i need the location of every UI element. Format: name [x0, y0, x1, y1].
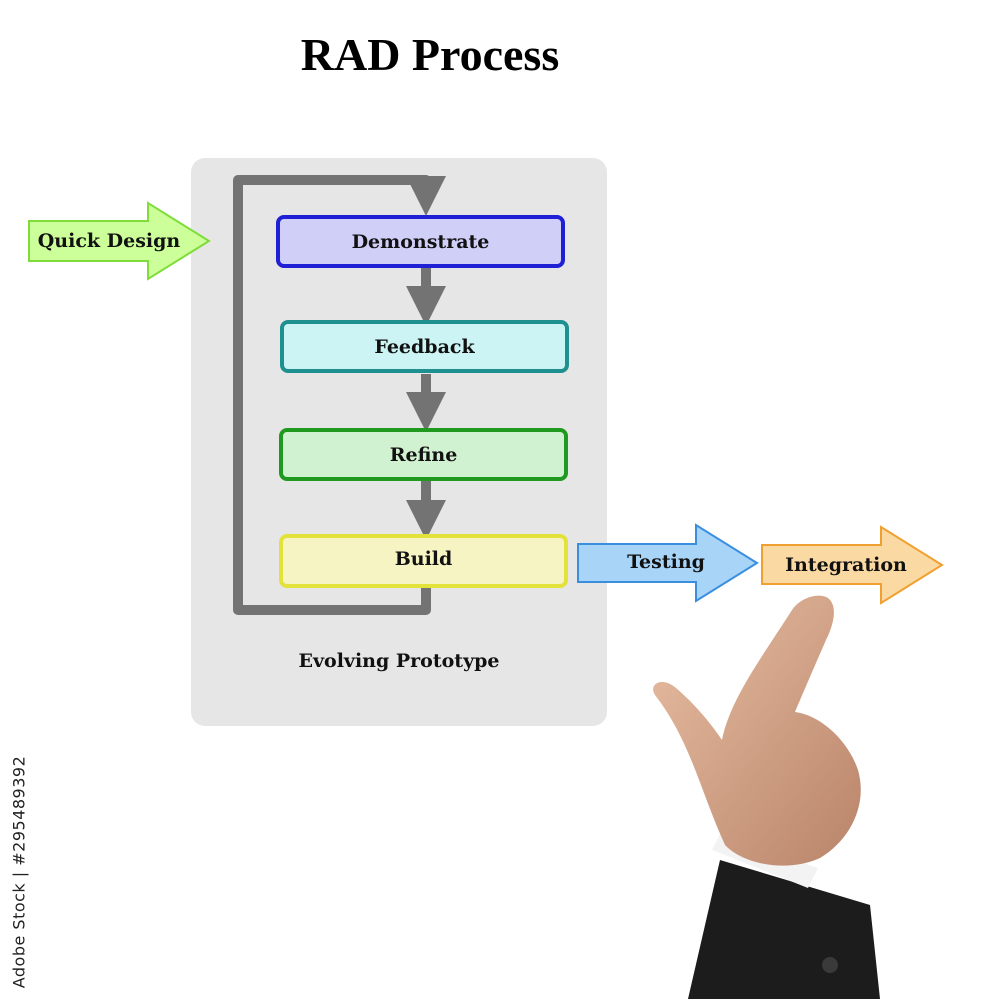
integration-label: Integration [785, 554, 907, 576]
step-feedback: Feedback [280, 320, 569, 373]
testing-label: Testing [627, 551, 705, 573]
stock-watermark: Adobe Stock | #295489392 [6, 755, 32, 989]
step-demonstrate: Demonstrate [276, 215, 565, 268]
quick-design-label: Quick Design [37, 230, 181, 252]
panel-caption: Evolving Prototype [298, 650, 500, 672]
suit-sleeve [688, 860, 880, 999]
quick-design-arrow [28, 201, 211, 281]
hand-icon [653, 595, 861, 866]
testing-arrow [577, 523, 759, 603]
step-refine: Refine [279, 428, 568, 481]
step-build: Build [279, 534, 568, 588]
sleeve-button [822, 957, 838, 973]
feedback-loop-connector [233, 175, 446, 615]
page-title: RAD Process [300, 29, 560, 80]
watermark-text: Adobe Stock | #295489392 [9, 755, 29, 989]
integration-arrow [761, 525, 944, 605]
